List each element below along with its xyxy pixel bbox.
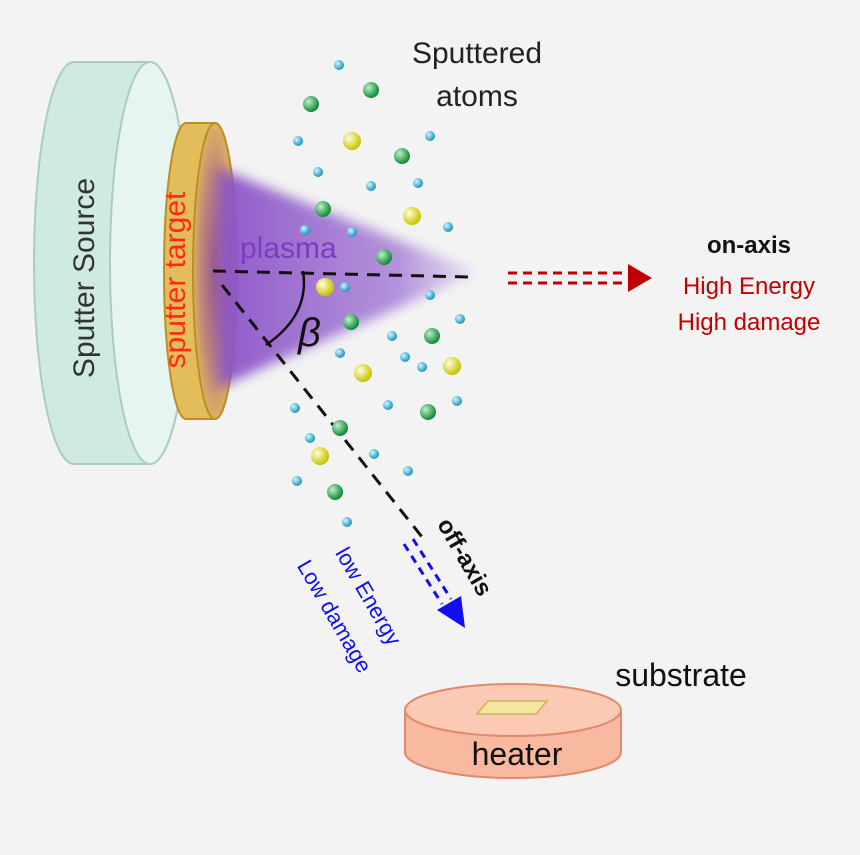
- plasma-cone: [218, 168, 478, 388]
- atom: [313, 167, 323, 177]
- atom: [400, 352, 410, 362]
- atom: [376, 249, 392, 265]
- atom: [369, 449, 379, 459]
- atom: [420, 404, 436, 420]
- atom: [315, 201, 331, 217]
- atom: [424, 328, 440, 344]
- sputtered-atoms: [290, 60, 465, 527]
- beta-label: β: [297, 311, 321, 355]
- high-damage-label: High damage: [678, 309, 821, 336]
- atom: [290, 403, 300, 413]
- atom: [343, 132, 361, 150]
- atom: [316, 278, 334, 296]
- atom: [413, 178, 423, 188]
- atom: [394, 148, 410, 164]
- atom: [403, 466, 413, 476]
- atom: [425, 131, 435, 141]
- atom: [311, 447, 329, 465]
- atom: [366, 181, 376, 191]
- sputtered-atoms-label-line2: atoms: [436, 80, 518, 113]
- atom: [300, 225, 310, 235]
- atom: [292, 476, 302, 486]
- substrate-label: substrate: [615, 657, 747, 693]
- off-axis-arrow-icon: [402, 538, 465, 628]
- plasma-label: plasma: [240, 232, 337, 265]
- off-axis-label: off-axis: [431, 514, 497, 601]
- atom: [305, 433, 315, 443]
- atom: [443, 357, 461, 375]
- on-axis-label: on-axis: [707, 232, 791, 259]
- atom: [363, 82, 379, 98]
- sputter-target-label: sputter target: [159, 191, 192, 368]
- on-axis-arrow-icon: [508, 264, 652, 292]
- atom: [342, 517, 352, 527]
- atom: [343, 314, 359, 330]
- sputter-source-label: Sputter Source: [68, 178, 101, 378]
- sputtered-atoms-label-line1: Sputtered: [412, 37, 542, 70]
- atom: [327, 484, 343, 500]
- substrate-plate: [475, 700, 549, 715]
- atom: [387, 331, 397, 341]
- atom: [293, 136, 303, 146]
- atom: [383, 400, 393, 410]
- atom: [443, 222, 453, 232]
- high-energy-label: High Energy: [683, 273, 815, 300]
- atom: [332, 420, 348, 436]
- atom: [335, 348, 345, 358]
- off-axis-line: [220, 284, 428, 543]
- atom: [354, 364, 372, 382]
- atom: [334, 60, 344, 70]
- atom: [455, 314, 465, 324]
- heater-label: heater: [472, 736, 563, 772]
- heater: [404, 683, 622, 779]
- atom: [347, 227, 357, 237]
- atom: [425, 290, 435, 300]
- atom: [303, 96, 319, 112]
- atom: [452, 396, 462, 406]
- atom: [417, 362, 427, 372]
- angle-arc: [265, 270, 306, 347]
- atom: [340, 282, 350, 292]
- atom: [403, 207, 421, 225]
